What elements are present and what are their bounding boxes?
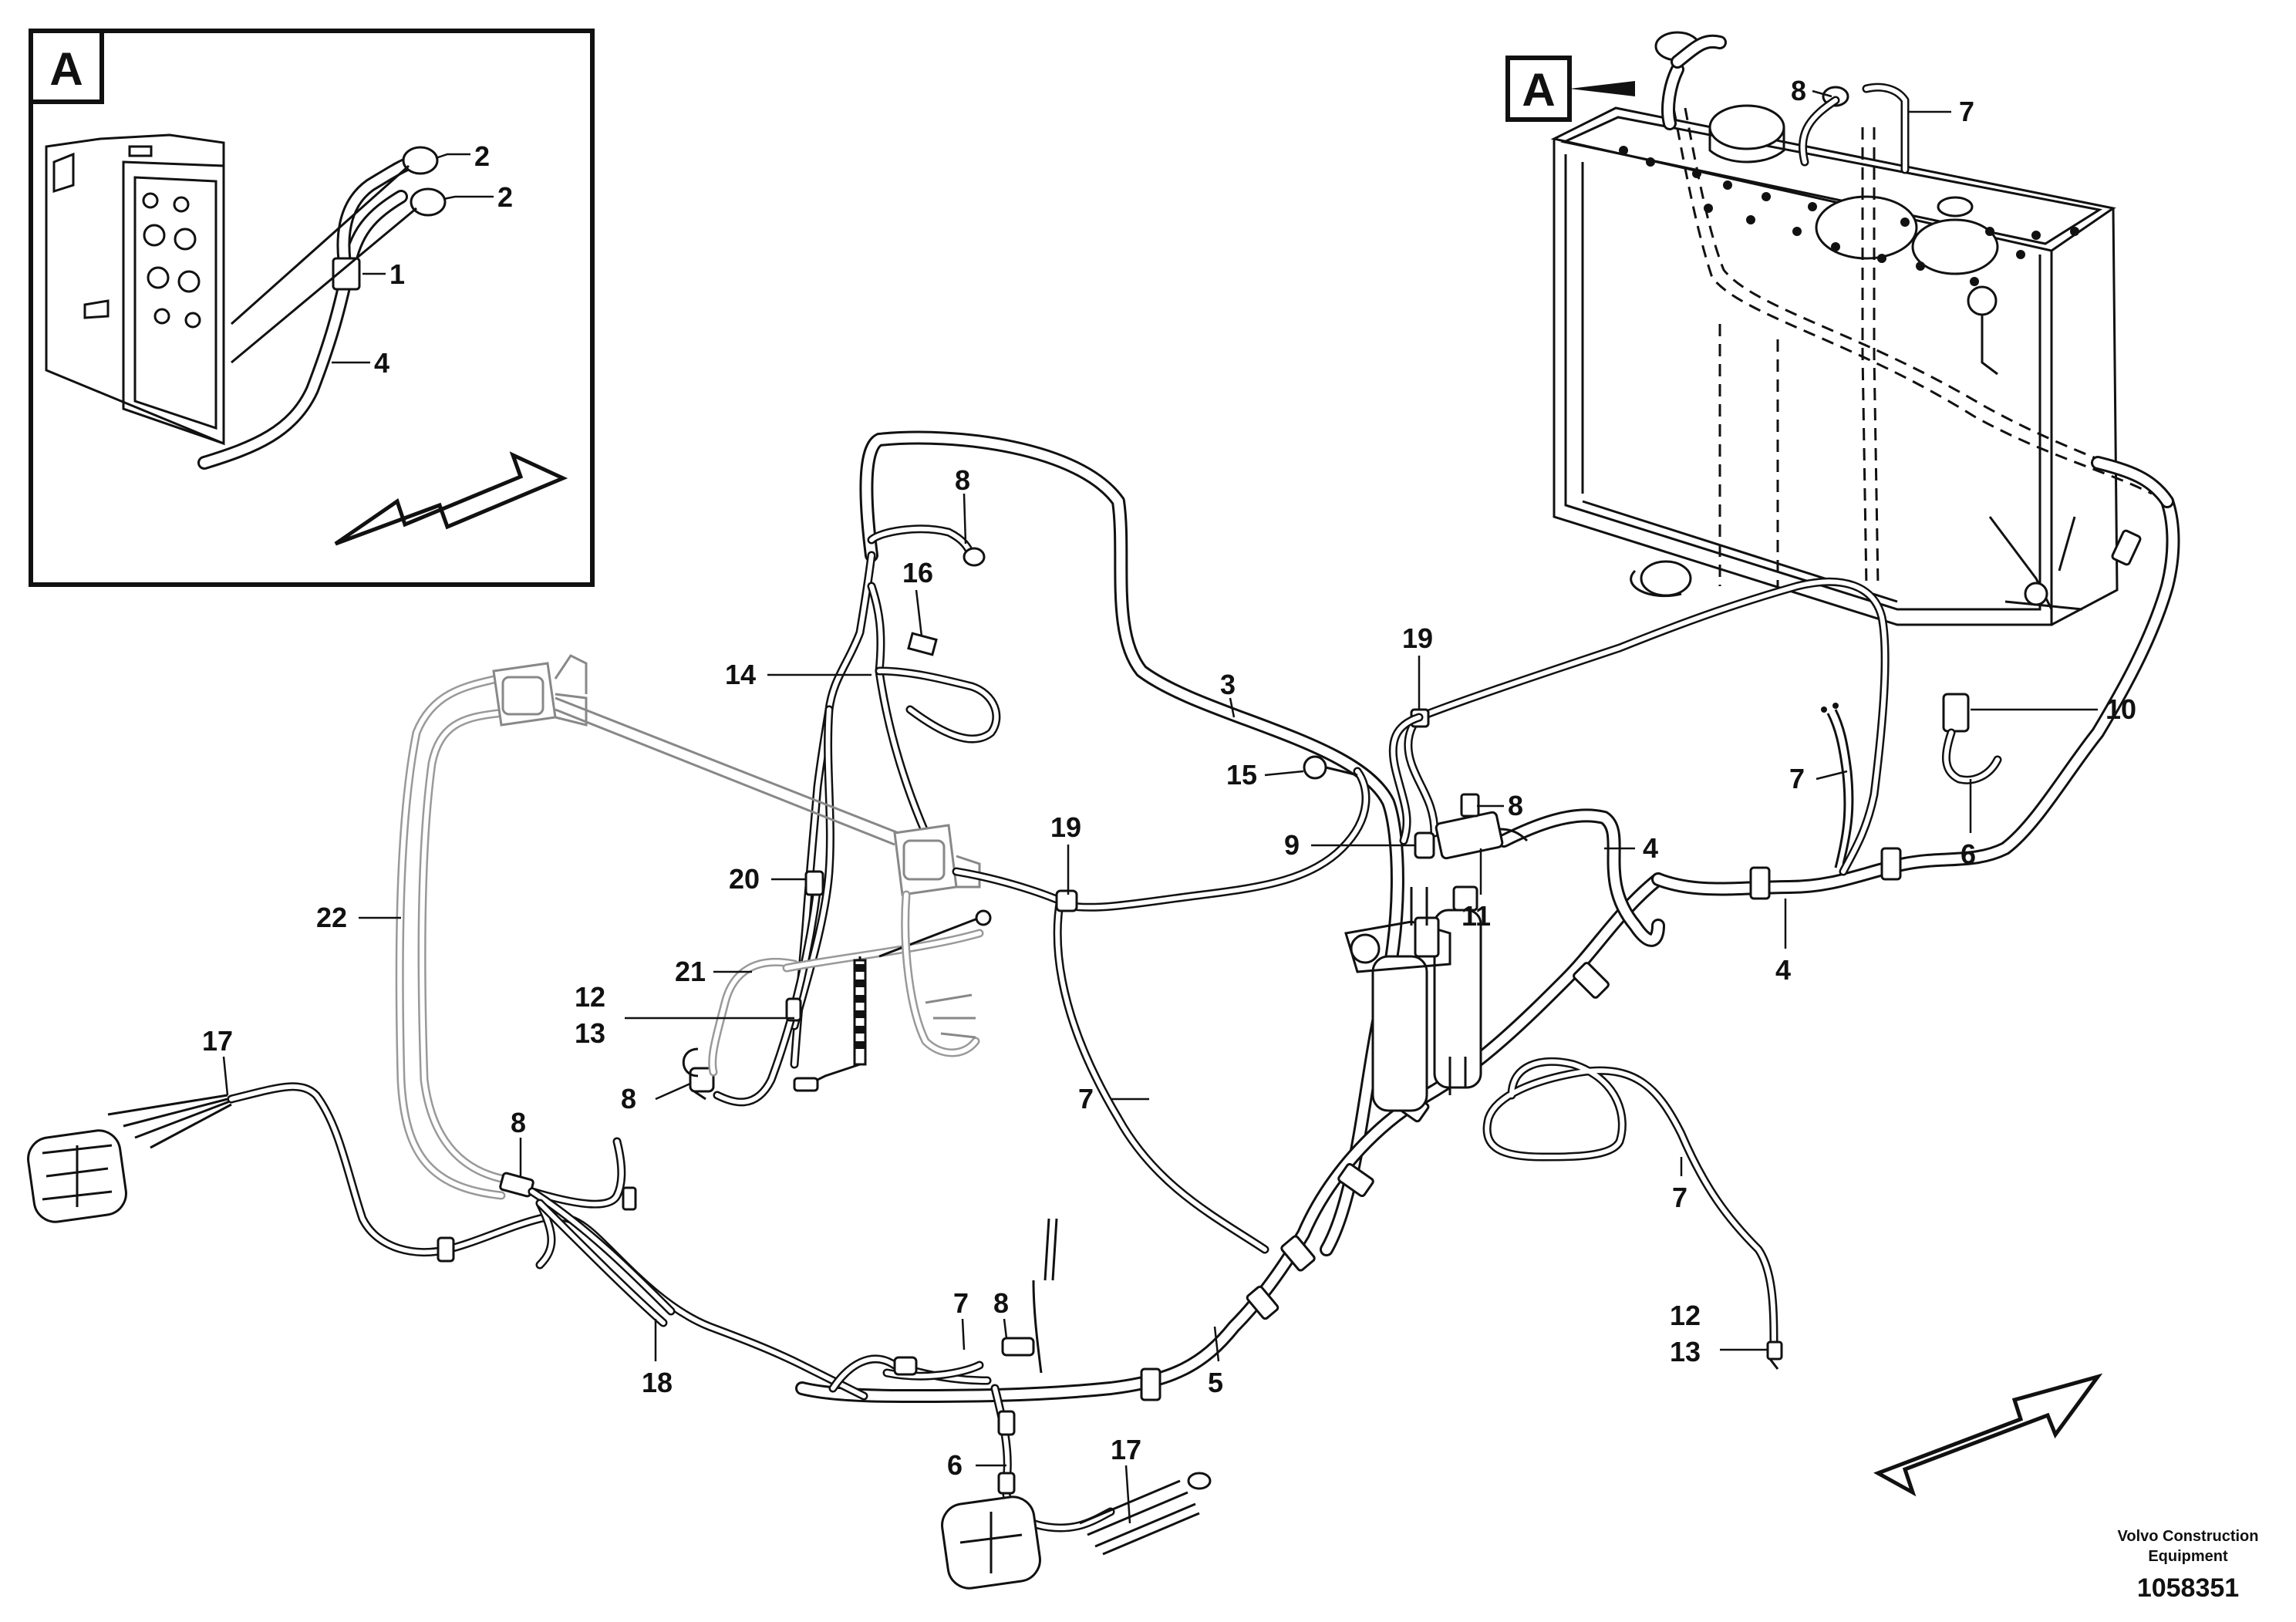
callout-17-left: 17 xyxy=(202,1025,233,1057)
direction-arrow-main xyxy=(1873,1373,2103,1497)
callout-17-bottom: 17 xyxy=(1111,1434,1141,1465)
callout-3: 3 xyxy=(1220,669,1236,700)
callout-8-loop: 8 xyxy=(955,464,970,496)
callout-8-lower-left: 8 xyxy=(511,1107,526,1138)
callout-8-left: 8 xyxy=(621,1083,636,1114)
hydraulic-tank xyxy=(1550,31,2156,626)
callout-8-top: 8 xyxy=(1791,75,1806,106)
work-lamp-left xyxy=(27,1129,127,1223)
callout-5: 5 xyxy=(1208,1367,1223,1398)
detail-reference-letter: A xyxy=(1522,64,1555,116)
hose-clamp xyxy=(332,257,361,291)
detail-letter: A xyxy=(49,43,83,95)
callout-14: 14 xyxy=(725,659,756,690)
callout-6-bottom: 6 xyxy=(947,1449,963,1481)
callout-15: 15 xyxy=(1226,759,1257,791)
tank-plate xyxy=(45,133,225,446)
callout-2-upper: 2 xyxy=(474,140,490,172)
hose-fitting-lower xyxy=(410,187,447,217)
footer: Volvo Construction Equipment 1058351 xyxy=(2118,1528,2259,1603)
main-harness xyxy=(27,430,2180,1590)
callout-4-lower: 4 xyxy=(1775,954,1791,986)
callout-13-right: 13 xyxy=(1670,1336,1701,1367)
callout-19-left: 19 xyxy=(1050,811,1081,843)
callout-13-left: 13 xyxy=(575,1017,605,1049)
callout-12-left: 12 xyxy=(575,981,605,1013)
work-lamp-bottom xyxy=(941,1496,1041,1590)
brand-line-1: Volvo Construction xyxy=(2118,1528,2259,1545)
callout-2-lower: 2 xyxy=(497,181,513,213)
reference-pointer xyxy=(1569,81,1635,96)
callout-19-right: 19 xyxy=(1402,622,1433,654)
brand-line-2: Equipment xyxy=(2148,1548,2228,1565)
detail-letter-box xyxy=(29,29,104,104)
detail-reference-a: A xyxy=(1505,56,1635,122)
callout-7-lower-right: 7 xyxy=(1672,1182,1687,1213)
callout-10: 10 xyxy=(2106,693,2136,725)
callout-8-filter: 8 xyxy=(1508,790,1523,821)
drawing-number: 1058351 xyxy=(2137,1573,2239,1603)
callout-4: 4 xyxy=(374,347,389,379)
main-callouts: 3 4 4 5 6 6 7 7 7 7 7 8 8 xyxy=(202,75,2136,1524)
callout-7-bottom: 7 xyxy=(953,1287,969,1319)
callout-7-right: 7 xyxy=(1789,763,1805,794)
callout-20: 20 xyxy=(729,863,760,895)
fuel-filter xyxy=(1344,885,1482,1112)
callout-8-bottom: 8 xyxy=(993,1287,1009,1319)
direction-arrow-detail xyxy=(334,451,568,546)
callout-11: 11 xyxy=(1462,900,1491,932)
callout-21: 21 xyxy=(675,956,706,987)
callout-7-top: 7 xyxy=(1959,96,1974,127)
callout-16: 16 xyxy=(902,557,933,588)
callout-12-right: 12 xyxy=(1670,1300,1701,1331)
callout-1: 1 xyxy=(389,258,405,290)
callout-18: 18 xyxy=(642,1367,673,1398)
callout-9: 9 xyxy=(1284,829,1300,861)
callout-7-center: 7 xyxy=(1078,1083,1094,1114)
detail-view-a: A xyxy=(29,29,595,587)
hose-fitting-upper xyxy=(402,146,439,175)
callout-6-right: 6 xyxy=(1961,838,1976,870)
callout-22: 22 xyxy=(316,902,347,933)
detail-hoses xyxy=(197,146,447,470)
callout-4-upper: 4 xyxy=(1643,832,1658,864)
